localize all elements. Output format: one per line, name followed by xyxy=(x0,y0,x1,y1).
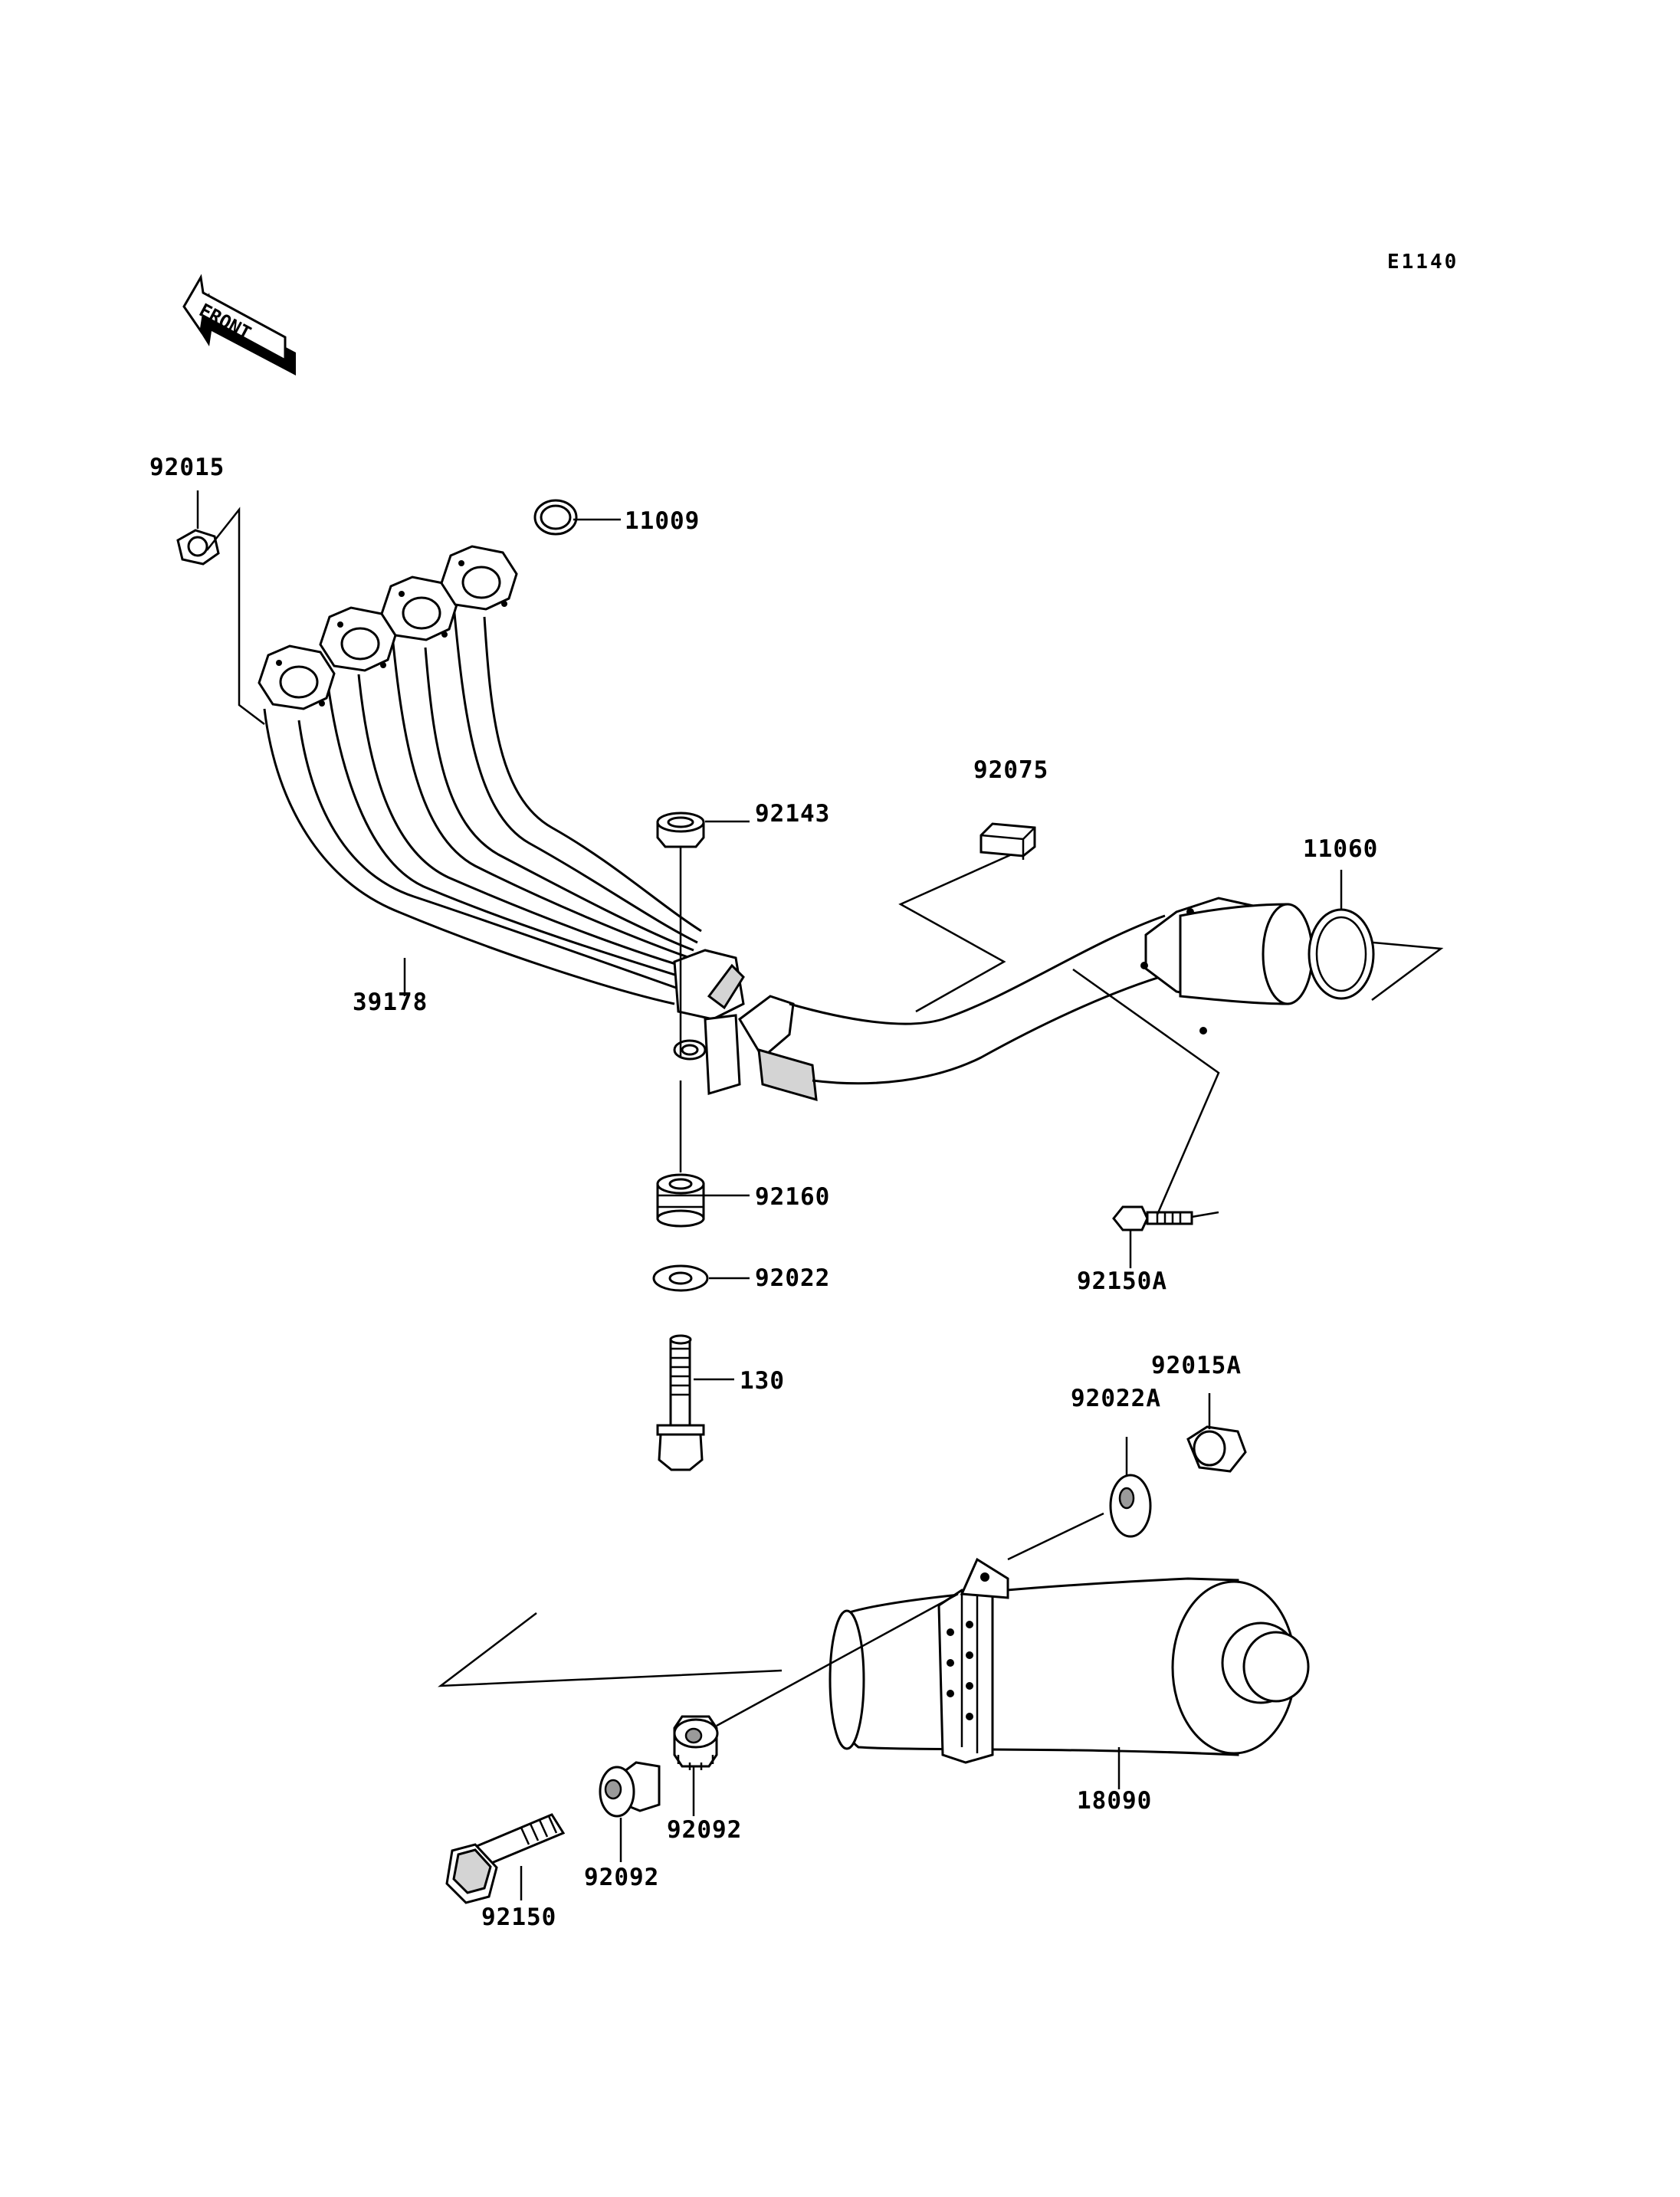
grommet-92160 xyxy=(656,1173,705,1228)
grommet-92092-right xyxy=(673,1715,719,1770)
part-labels: 92015 11009 92075 92143 11060 39178 9216… xyxy=(149,454,1378,1931)
grommet-92092-left xyxy=(599,1761,661,1818)
part-label-92160: 92160 xyxy=(755,1183,830,1211)
front-arrow-icon: FRONT xyxy=(182,274,296,375)
part-label-92015: 92015 xyxy=(149,454,225,481)
part-label-92075: 92075 xyxy=(973,756,1048,784)
part-label-92150: 92150 xyxy=(481,1904,556,1931)
part-label-18090: 18090 xyxy=(1077,1787,1152,1815)
diagram-code: E1140 xyxy=(1387,251,1459,274)
washer-92022 xyxy=(652,1264,709,1292)
nut-92015 xyxy=(176,529,220,566)
header-flange-2 xyxy=(319,606,397,672)
assembly-lines xyxy=(196,490,1444,1900)
nut-92015A xyxy=(1186,1425,1247,1473)
exhaust-header-pipes xyxy=(258,545,1314,1102)
header-flange-4 xyxy=(440,545,518,611)
washer-92022A xyxy=(1109,1474,1152,1538)
bolt-130 xyxy=(656,1334,705,1471)
part-label-92143: 92143 xyxy=(755,800,830,828)
part-label-39178: 39178 xyxy=(353,989,428,1016)
pad-92075 xyxy=(979,822,1036,860)
part-label-11009: 11009 xyxy=(625,507,700,535)
header-flange-3 xyxy=(380,575,458,641)
part-label-92022A: 92022A xyxy=(1071,1385,1161,1412)
collar-92143 xyxy=(656,812,705,848)
muffler-18090 xyxy=(829,1557,1310,1764)
gasket-11009 xyxy=(533,499,578,536)
part-label-130: 130 xyxy=(740,1367,785,1395)
part-label-92150A: 92150A xyxy=(1077,1267,1167,1295)
gasket-11060 xyxy=(1308,908,1375,1000)
bolt-92150A xyxy=(1112,1205,1193,1231)
part-label-92092-right: 92092 xyxy=(667,1816,742,1844)
part-label-92022: 92022 xyxy=(755,1264,830,1292)
part-label-92015A: 92015A xyxy=(1151,1352,1242,1379)
part-label-92092-left: 92092 xyxy=(584,1864,659,1891)
part-label-11060: 11060 xyxy=(1303,835,1378,863)
header-flange-1 xyxy=(258,644,336,710)
bolt-92150 xyxy=(445,1813,566,1904)
